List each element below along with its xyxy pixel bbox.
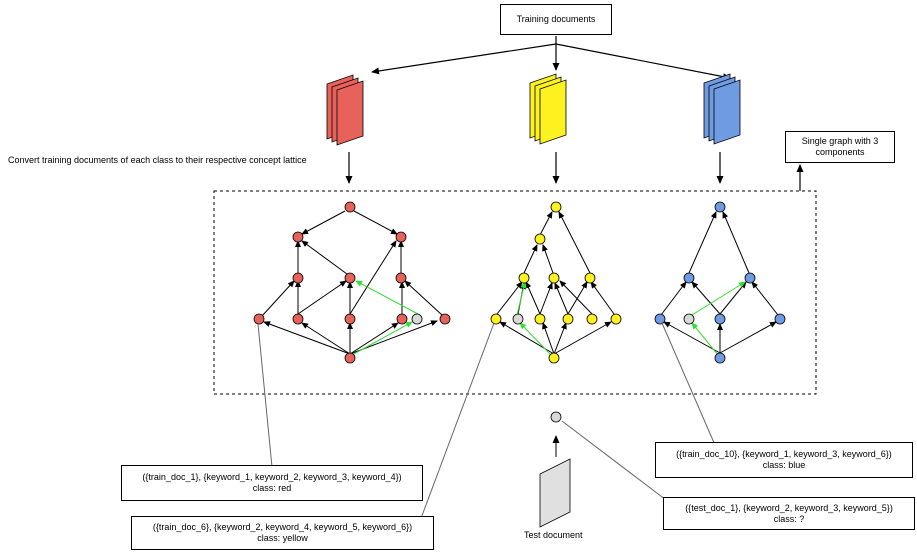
- red-doc-line1: ({train_doc_1}, {keyword_1, keyword_2, k…: [142, 472, 402, 482]
- yellow-lattice-green-links: [516, 281, 553, 357]
- test-node: [550, 411, 562, 423]
- red-lattice-green-links: [351, 280, 419, 356]
- test-doc-line2: class: ?: [773, 513, 805, 524]
- red-document-stack: [326, 74, 364, 146]
- yellow-lattice-nodes: [490, 201, 622, 364]
- red-doc-line2: class: red: [252, 483, 292, 493]
- red-lattice-nodes: [253, 201, 451, 364]
- test-doc-box: ({test_doc_1}, {keyword_2, keyword_3, ke…: [663, 497, 915, 530]
- blue-lattice-edges: [660, 211, 779, 354]
- test-doc-line1: ({test_doc_1}, {keyword_2, keyword_3, ke…: [685, 502, 893, 513]
- blue-doc-box: ({train_doc_10}, {keyword_1, keyword_3, …: [655, 442, 913, 478]
- yellow-lattice-edges: [496, 211, 615, 355]
- convert-label: Convert training documents of each class…: [8, 155, 307, 165]
- yellow-doc-line1: ({train_doc_6}, {keyword_2, keyword_4, k…: [152, 522, 413, 532]
- single-graph-label: Single graph with 3 components: [801, 136, 879, 157]
- blue-lattice-nodes: [654, 201, 786, 364]
- training-documents-label: Training documents: [516, 14, 596, 24]
- test-document-label: Test document: [524, 530, 583, 540]
- blue-doc-line2: class: blue: [762, 460, 806, 470]
- yellow-doc-box: ({train_doc_6}, {keyword_2, keyword_4, k…: [131, 516, 434, 550]
- blue-doc-line1: ({train_doc_10}, {keyword_1, keyword_3, …: [676, 449, 892, 459]
- yellow-doc-line2: class: yellow: [257, 533, 308, 543]
- red-doc-box: ({train_doc_1}, {keyword_1, keyword_2, k…: [121, 465, 423, 501]
- graph-container: [213, 190, 817, 395]
- yellow-document-stack: [529, 73, 567, 145]
- training-documents-box: Training documents: [500, 4, 612, 35]
- test-document-shape: [539, 458, 571, 528]
- blue-lattice-green-links: [691, 281, 746, 356]
- blue-document-stack: [703, 73, 741, 145]
- connector-lines: [257, 322, 716, 522]
- single-graph-box: Single graph with 3 components: [785, 131, 895, 163]
- top-arrows: [345, 36, 804, 191]
